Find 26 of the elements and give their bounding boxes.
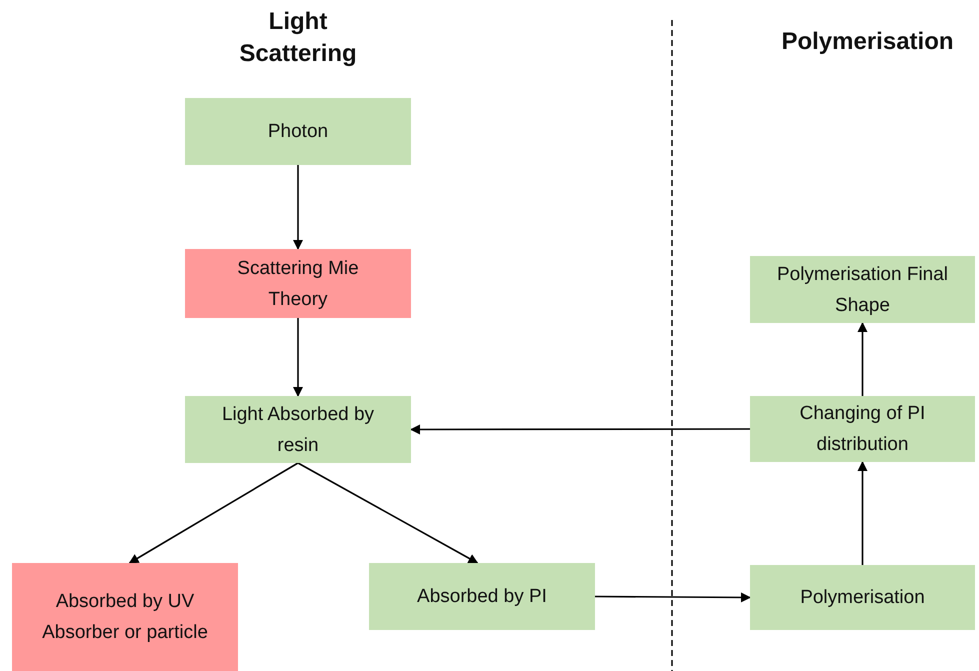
column-heading: Light Scattering xyxy=(238,7,358,69)
arrow xyxy=(293,318,303,397)
arrow xyxy=(858,461,868,565)
box-text: Light Absorbed by resin xyxy=(220,402,376,458)
process-box xyxy=(369,563,595,630)
column-heading: Polymerisation xyxy=(780,27,955,57)
process-box xyxy=(750,565,975,630)
process-box xyxy=(750,256,975,323)
process-box xyxy=(185,396,411,463)
arrow xyxy=(410,424,750,434)
process-box xyxy=(185,98,411,165)
arrow xyxy=(298,462,478,564)
arrow xyxy=(595,592,751,602)
process-box xyxy=(750,396,975,462)
process-box xyxy=(185,249,411,318)
box-text: Polymerisation Final Shape xyxy=(776,262,950,318)
box-text: Changing of PI distribution xyxy=(798,402,926,457)
box-text: Scattering Mie Theory xyxy=(236,256,360,312)
arrow xyxy=(128,462,298,564)
process-box xyxy=(12,563,238,671)
box-text: Photon xyxy=(268,120,328,144)
arrow xyxy=(293,165,303,250)
box-text: Absorbed by PI xyxy=(417,585,547,609)
box-text: Absorbed by UV Absorber or particle xyxy=(41,590,209,645)
arrow xyxy=(858,322,868,396)
box-text: Polymerisation xyxy=(800,586,925,610)
